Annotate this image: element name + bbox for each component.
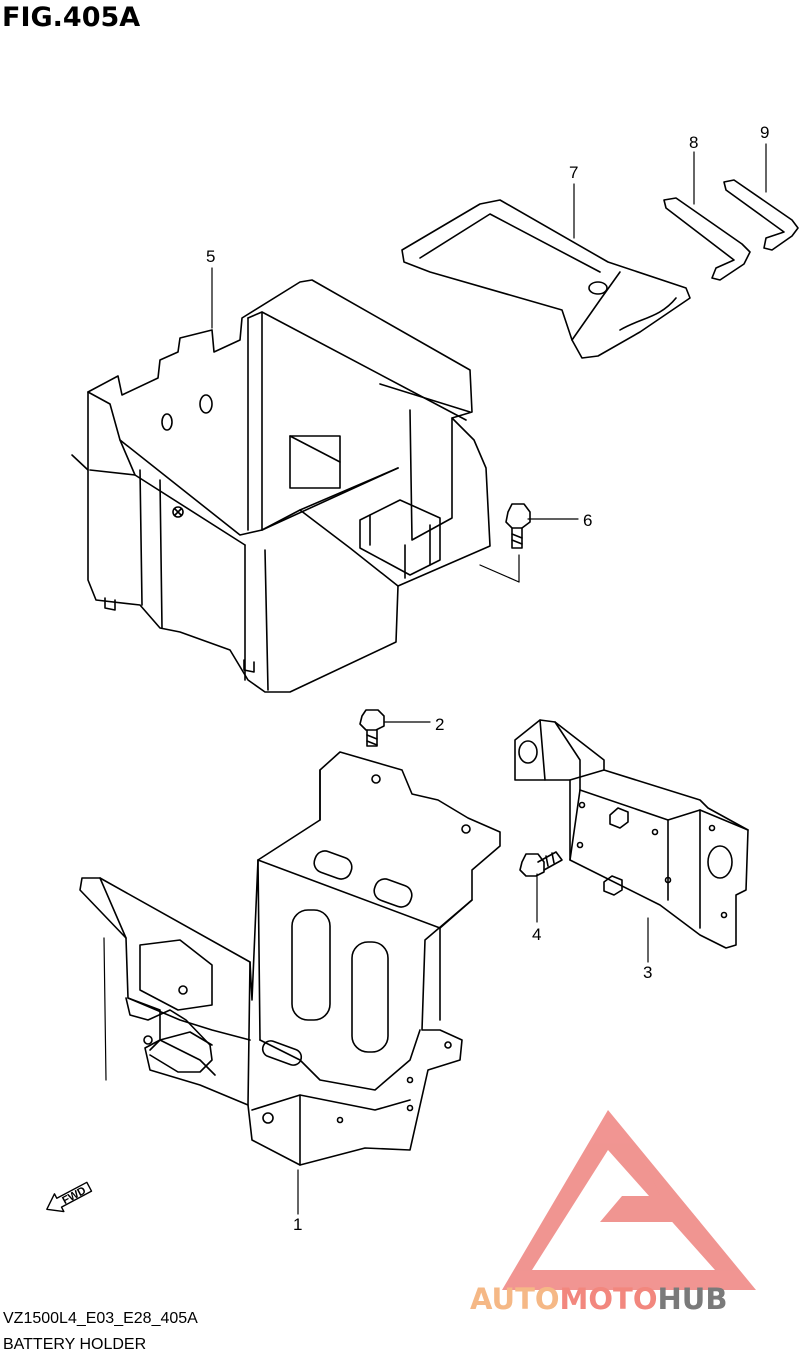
leader-lines <box>211 143 767 1215</box>
callout-9: 9 <box>760 123 769 142</box>
watermark-part-moto: MOTO <box>559 1282 658 1316</box>
automotohub-logo-icon <box>502 1110 756 1290</box>
bolt-part-4 <box>519 851 563 877</box>
watermark-part-auto: AUTO <box>470 1282 560 1316</box>
figure-title: FIG.405A <box>2 2 141 33</box>
callout-2: 2 <box>435 715 444 734</box>
figure-code: VZ1500L4_E03_E28_405A <box>3 1310 198 1327</box>
figure-name: BATTERY HOLDER <box>3 1336 147 1353</box>
watermark-text: AUTOMOTOHUB <box>470 1282 727 1316</box>
fwd-arrow-icon: FWD <box>46 1181 93 1213</box>
watermark-part-hub: HUB <box>657 1282 728 1316</box>
callout-8: 8 <box>689 133 698 152</box>
callout-3: 3 <box>643 963 652 982</box>
bolt-part-6 <box>479 503 531 583</box>
callout-5: 5 <box>206 247 215 266</box>
battery-pad-part-7 <box>401 199 691 359</box>
callout-1: 1 <box>293 1215 302 1234</box>
callout-4: 4 <box>532 925 541 944</box>
main-bracket-part-1 <box>79 751 501 1166</box>
battery-case-part-5 <box>71 279 491 693</box>
callout-numbers: 5 7 8 9 6 2 4 3 1 <box>206 123 769 1234</box>
fwd-label: FWD <box>60 1185 88 1207</box>
callout-7: 7 <box>569 163 578 182</box>
bracket-part-3 <box>514 719 749 949</box>
hex-key-part-8 <box>663 197 751 281</box>
bolt-part-2 <box>359 709 385 747</box>
hex-key-part-9 <box>723 179 799 251</box>
callout-6: 6 <box>583 511 592 530</box>
